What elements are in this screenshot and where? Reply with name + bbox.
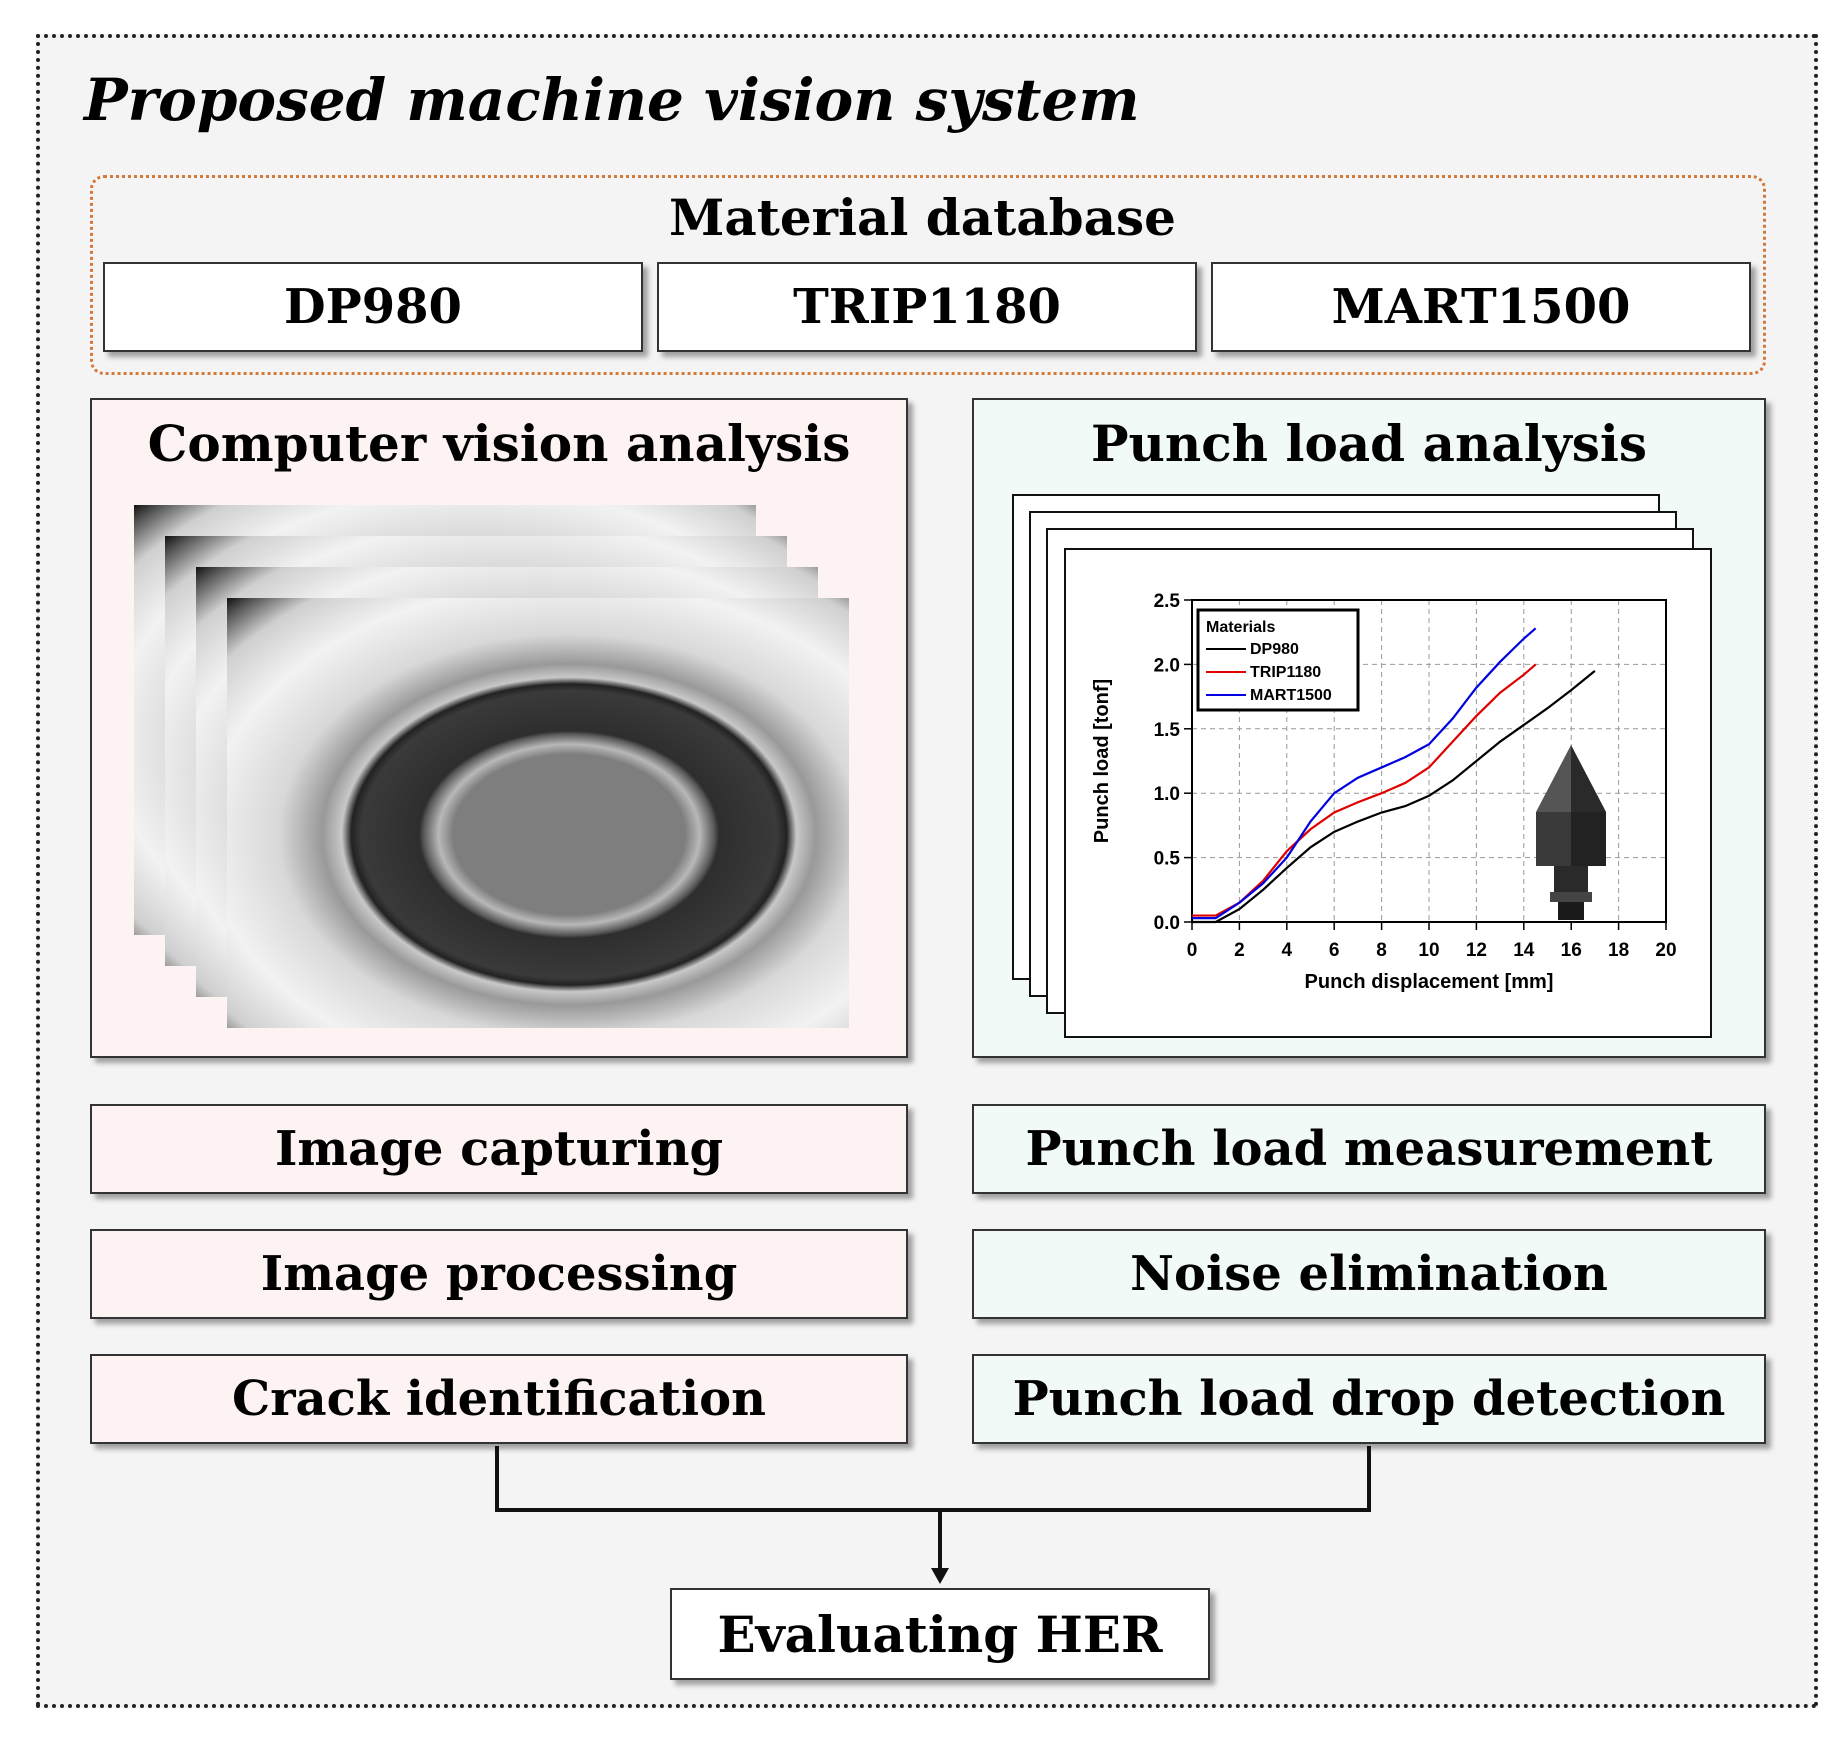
x-tick-label: 2 [1234, 940, 1245, 961]
y-tick-label: 2.5 [1154, 591, 1181, 612]
x-tick-label: 18 [1608, 940, 1629, 961]
punch-tool-icon [1536, 745, 1606, 920]
punch-tool-part [1571, 812, 1606, 866]
step-punch-load-measurement: Punch load measurement [972, 1104, 1766, 1194]
material-mart1500: MART1500 [1211, 262, 1751, 352]
material-dp980: DP980 [103, 262, 643, 352]
punch-tool-part [1554, 866, 1588, 892]
connector-down [938, 1510, 942, 1570]
connector-left [495, 1446, 499, 1512]
x-axis-label: Punch displacement [mm] [1305, 971, 1554, 993]
punch-tool-part [1571, 745, 1606, 812]
y-tick-label: 1.5 [1154, 720, 1181, 741]
x-tick-label: 20 [1655, 940, 1676, 961]
punch-tool-part [1558, 902, 1584, 920]
material-trip1180: TRIP1180 [657, 262, 1197, 352]
x-tick-label: 4 [1282, 940, 1293, 961]
connector-horizontal [495, 1508, 1371, 1512]
y-tick-label: 0.5 [1154, 849, 1181, 870]
computer-vision-title: Computer vision analysis [147, 414, 851, 473]
legend-label: MART1500 [1250, 687, 1332, 704]
punch-load-title: Punch load analysis [1090, 414, 1648, 473]
legend-title: Materials [1206, 619, 1275, 636]
material-database-title: Material database [669, 188, 1176, 247]
evaluating-her-box: Evaluating HER [670, 1588, 1210, 1680]
diagram-title: Proposed machine vision system [84, 66, 1140, 134]
step-image-capturing: Image capturing [90, 1104, 908, 1194]
x-tick-label: 6 [1329, 940, 1340, 961]
step-image-processing: Image processing [90, 1229, 908, 1319]
step-noise-elimination: Noise elimination [972, 1229, 1766, 1319]
y-axis-label: Punch load [tonf] [1091, 679, 1113, 843]
hole-expansion-image-4 [227, 598, 849, 1028]
step-crack-identification: Crack identification [90, 1354, 908, 1444]
series-line-mart1500 [1192, 627, 1537, 920]
y-tick-label: 1.0 [1154, 784, 1180, 805]
series-line-dp980 [1192, 669, 1596, 924]
x-tick-label: 12 [1466, 940, 1487, 961]
x-tick-label: 8 [1376, 940, 1387, 961]
x-tick-label: 10 [1418, 940, 1439, 961]
punch-load-chart: 0 2 4 6 8 10 12 14 16 18 20 0.0 0.5 1.0 1.5 2.0 2.5Mater… [1091, 591, 1677, 993]
legend-label: DP980 [1250, 641, 1299, 658]
y-tick-label: 0.0 [1154, 913, 1180, 934]
x-tick-label: 14 [1513, 940, 1535, 961]
arrow-head-icon [931, 1568, 949, 1584]
x-tick-label: 0 [1187, 940, 1198, 961]
legend-box [1196, 608, 1360, 712]
y-tick-label: 2.0 [1154, 655, 1180, 676]
material-database-group [90, 175, 1766, 375]
plot-frame [1191, 599, 1667, 923]
x-tick-label: 16 [1561, 940, 1582, 961]
connector-right [1367, 1446, 1371, 1512]
legend-label: TRIP1180 [1250, 664, 1321, 681]
punch-tool-part [1550, 892, 1592, 902]
step-punch-load-drop-detection: Punch load drop detection [972, 1354, 1766, 1444]
